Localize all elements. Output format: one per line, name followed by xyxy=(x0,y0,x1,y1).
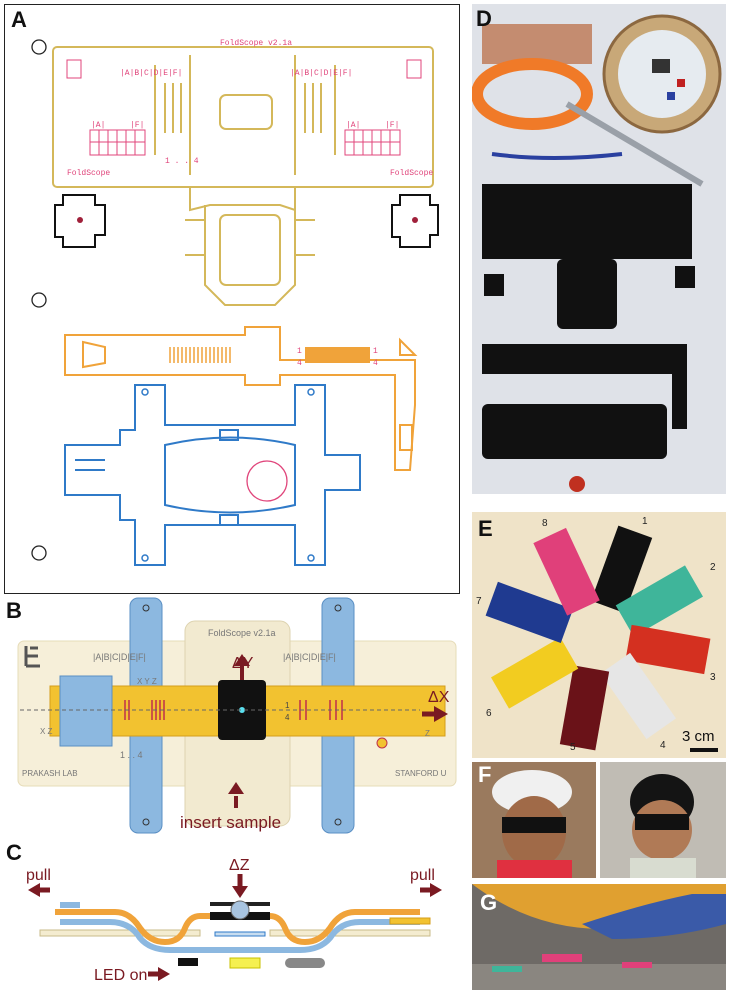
panel-b-range: 1 . . 4 xyxy=(120,750,143,760)
panel-a-grid-right-f: |F| xyxy=(385,121,399,130)
panel-b-delta-y: ΔY xyxy=(232,655,254,672)
panel-c-letter: C xyxy=(6,840,22,865)
panel-b-left-footer: PRAKASH LAB xyxy=(22,769,78,778)
panel-f-letter: F xyxy=(478,762,492,787)
panel-a-letter: A xyxy=(11,7,27,32)
panel-b-right-footer: STANFORD U xyxy=(395,769,447,778)
panel-e-number-6: 6 xyxy=(486,708,492,719)
panel-e-scale-label: 3 cm xyxy=(682,728,715,745)
panel-e-number-5: 5 xyxy=(570,742,576,753)
panel-b-right-one: 1 xyxy=(285,701,290,710)
panel-e-number-3: 3 xyxy=(710,672,716,683)
panel-b-right-z: Z xyxy=(425,729,430,738)
panel-f-photo-left: F xyxy=(472,762,596,878)
panel-a-orange-left-4: 4 xyxy=(373,359,378,368)
panel-a-orange-left-1: 1 xyxy=(373,347,378,356)
panel-b-delta-x: ΔX xyxy=(428,689,450,706)
panel-a-orange-right-1: 1 xyxy=(297,347,302,356)
panel-c-cross-section: pull pull ΔZ LED on xyxy=(26,857,442,984)
panel-a: A FoldScop xyxy=(4,4,460,594)
panel-a-scale-left: |A|B|C|D|E|F| xyxy=(120,69,182,78)
panel-a-scale-right: |A|B|C|D|E|F| xyxy=(290,69,352,78)
panel-c-pull-left: pull xyxy=(26,867,51,884)
panel-e-number-2: 2 xyxy=(710,562,716,573)
panel-a-cutout-diagram: FoldScope v2.1a |A|B|C|D|E|F| |A|B|C|D|E… xyxy=(31,39,439,566)
panel-e-letter: E xyxy=(478,516,493,541)
panel-c-pull-right: pull xyxy=(410,867,435,884)
panel-e-number-8: 8 xyxy=(542,518,548,529)
panel-e-number-7: 7 xyxy=(476,596,482,607)
panel-b-letter: B xyxy=(6,598,22,623)
panel-e-photo: E 1 2 3 4 5 6 7 8 3 cm xyxy=(472,512,726,758)
panel-b-xyz: X Y Z xyxy=(137,677,157,686)
panel-c-led-on: LED on xyxy=(94,967,147,984)
panel-b-insert-sample: insert sample xyxy=(180,813,281,832)
panel-a-grid-left-f: |F| xyxy=(130,121,144,130)
panel-b-left-xz: X Z xyxy=(40,727,53,736)
panel-e-number-1: 1 xyxy=(642,516,648,527)
panel-a-grid-left-a: |A| xyxy=(91,121,105,130)
panel-a-brand-right: FoldScope xyxy=(390,169,433,178)
panel-g-photo: G xyxy=(472,884,726,990)
panel-b-scale-left: |A|B|C|D|E|F| xyxy=(93,652,146,662)
panel-a-orange-right-4: 4 xyxy=(297,359,302,368)
panel-a-brand-left: FoldScope xyxy=(67,169,110,178)
panel-a-range: 1 . . 4 xyxy=(165,157,199,166)
panel-a-title: FoldScope v2.1a xyxy=(220,39,292,48)
panel-e-number-4: 4 xyxy=(660,740,666,751)
panel-d-photo: D xyxy=(472,4,726,494)
panel-d-letter: D xyxy=(476,6,492,31)
panel-b-title: FoldScope v2.1a xyxy=(208,628,276,638)
panel-b-assembly-diagram: FoldScope v2.1a |A|B|C|D|E|F| |A|B|C|D|E… xyxy=(17,597,457,834)
panel-a-grid-right-a: |A| xyxy=(346,121,360,130)
panel-f-photo-right xyxy=(600,762,726,878)
panel-g-letter: G xyxy=(480,890,498,915)
panel-b-scale-right: |A|B|C|D|E|F| xyxy=(283,652,336,662)
panel-b-right-four: 4 xyxy=(285,713,290,722)
panel-c-delta-z: ΔZ xyxy=(229,857,250,874)
